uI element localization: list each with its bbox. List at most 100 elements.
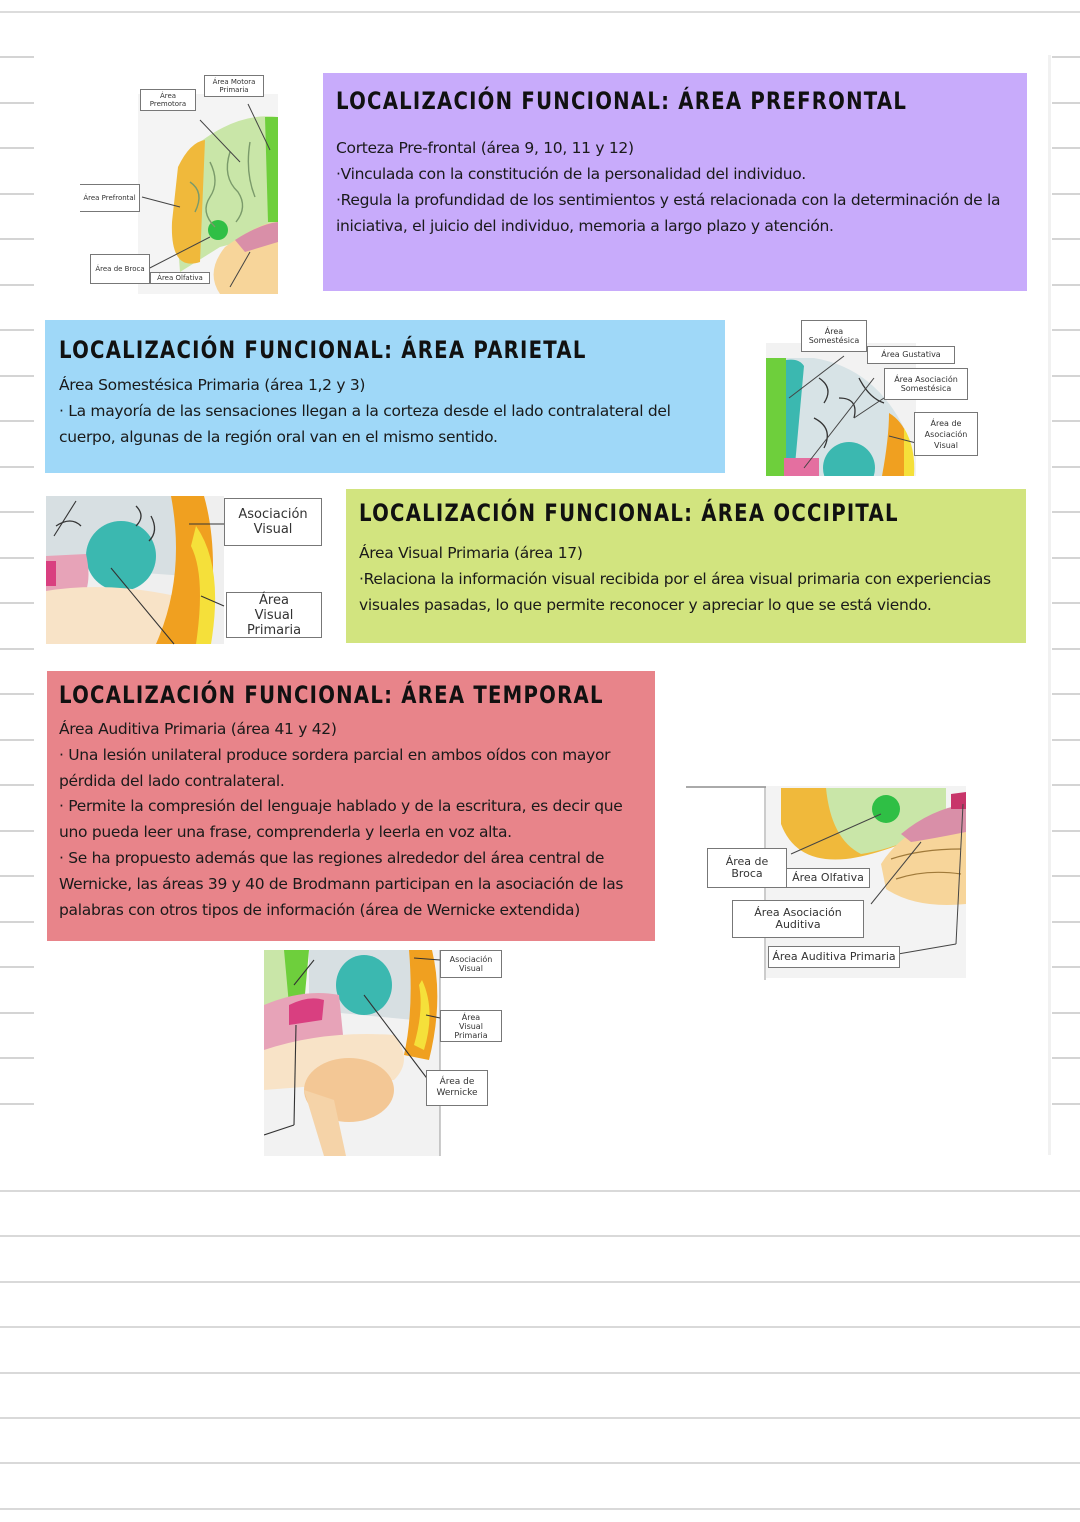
label-area-asociacion-somestesica: Área Asociación Somestésica xyxy=(884,368,968,400)
label-area-de-broca: Área de Broca xyxy=(707,848,787,888)
card-occipital: LOCALIZACIÓN FUNCIONAL: ÁREA OCCIPITAL Á… xyxy=(346,489,1026,643)
label-area-olfativa: Área Olfativa xyxy=(150,272,210,284)
margin-tick xyxy=(1052,920,1080,923)
card-parietal: LOCALIZACIÓN FUNCIONAL: ÁREA PARIETAL Ár… xyxy=(45,320,725,473)
margin-tick xyxy=(1052,1057,1080,1059)
margin-tick xyxy=(1052,829,1080,832)
margin-tick xyxy=(0,192,34,195)
margin-tick xyxy=(0,784,34,786)
margin-tick xyxy=(1052,329,1080,331)
margin-tick xyxy=(0,920,34,923)
page-top-rule xyxy=(0,11,1080,13)
figure-parietal-lobe: Área Somestésica Área Gustativa Área Aso… xyxy=(764,318,984,476)
notebook-rule-line xyxy=(0,1462,1080,1465)
label-area-olfativa: Área Olfativa xyxy=(786,868,870,888)
figure-frontal-lobe: Área Motora Primaria Área Premotora Área… xyxy=(80,72,280,294)
notebook-rule-line xyxy=(0,1235,1080,1238)
brain-occipital-illustration xyxy=(46,496,225,645)
margin-tick xyxy=(0,647,34,650)
card-temporal: LOCALIZACIÓN FUNCIONAL: ÁREA TEMPORAL Ár… xyxy=(47,671,655,941)
section-title-temporal: LOCALIZACIÓN FUNCIONAL: ÁREA TEMPORAL xyxy=(59,681,604,709)
label-area-motora-primaria: Área Motora Primaria xyxy=(204,75,264,97)
card-prefrontal: LOCALIZACIÓN FUNCIONAL: ÁREA PREFRONTAL … xyxy=(323,73,1027,291)
margin-tick xyxy=(1052,420,1080,422)
label-area-prefrontal: Área Prefrontal xyxy=(80,184,140,212)
margin-tick xyxy=(0,420,34,422)
bullet-temporal-1: · Una lesión unilateral produce sordera … xyxy=(59,745,611,790)
margin-tick xyxy=(1052,101,1080,104)
margin-tick xyxy=(0,738,34,741)
notebook-rule-line xyxy=(0,1280,1080,1283)
margin-tick xyxy=(0,283,34,286)
figure-occipital-lobe: Asociación Visual Área Visual Primaria xyxy=(46,496,326,646)
margin-tick xyxy=(1052,56,1080,58)
brain-frontal-illustration xyxy=(138,94,278,294)
section-title-prefrontal: LOCALIZACIÓN FUNCIONAL: ÁREA PREFRONTAL xyxy=(336,87,908,115)
margin-tick xyxy=(0,56,34,58)
margin-tick xyxy=(0,1102,34,1105)
margin-tick xyxy=(0,1057,34,1059)
margin-tick xyxy=(1052,738,1080,741)
bullet-prefrontal-1: ·Vinculada con la constitución de la per… xyxy=(336,165,806,183)
margin-tick xyxy=(1052,784,1080,786)
subtitle-occipital: Área Visual Primaria (área 17) xyxy=(359,544,583,562)
brain-parietal-illustration xyxy=(766,343,917,476)
notebook-rule-line xyxy=(0,1326,1080,1329)
figure-temporal-lateral: Área de Broca Área Olfativa Área Asociac… xyxy=(686,784,968,980)
margin-tick xyxy=(1052,374,1080,377)
section-title-parietal: LOCALIZACIÓN FUNCIONAL: ÁREA PARIETAL xyxy=(59,336,587,364)
bullet-parietal-1: · La mayoría de las sensaciones llegan a… xyxy=(59,402,671,446)
margin-tick xyxy=(1052,147,1080,149)
margin-tick xyxy=(1052,1102,1080,1105)
margin-tick xyxy=(1052,465,1080,468)
margin-tick xyxy=(0,693,34,695)
label-area-auditiva-primaria: Área Auditiva Primaria xyxy=(768,946,900,968)
label-area-asociacion-auditiva: Área Asociación Auditiva xyxy=(732,900,864,938)
bullet-prefrontal-2: ·Regula la profundidad de los sentimient… xyxy=(336,191,1001,235)
notebook-rule-line xyxy=(0,1190,1080,1192)
margin-tick xyxy=(1052,238,1080,240)
margin-tick xyxy=(0,374,34,377)
margin-tick xyxy=(1052,602,1080,604)
subtitle-temporal: Área Auditiva Primaria (área 41 y 42) xyxy=(59,720,337,738)
margin-tick xyxy=(0,556,34,559)
margin-tick xyxy=(0,238,34,240)
label-area-de-wernicke: Área de Wernicke xyxy=(426,1070,488,1106)
margin-tick xyxy=(1052,1011,1080,1014)
margin-tick xyxy=(1052,693,1080,695)
label-asociacion-visual: Asociación Visual xyxy=(224,498,322,546)
subtitle-parietal: Área Somestésica Primaria (área 1,2 y 3) xyxy=(59,376,366,394)
notebook-rule-line xyxy=(0,1371,1080,1374)
margin-tick xyxy=(0,101,34,104)
margin-tick xyxy=(1052,192,1080,195)
label-asociacion-visual: Asociación Visual xyxy=(440,950,502,978)
margin-tick xyxy=(0,829,34,832)
bullet-temporal-3: · Se ha propuesto además que las regione… xyxy=(59,848,624,919)
margin-tick xyxy=(1052,966,1080,968)
label-area-visual-primaria: Área Visual Primaria xyxy=(440,1010,502,1042)
brain-temporal-medial-illustration xyxy=(264,950,441,1156)
margin-tick xyxy=(0,966,34,968)
label-area-visual-primaria: Área Visual Primaria xyxy=(226,592,322,638)
notebook-rule-line xyxy=(0,1417,1080,1419)
bullet-temporal-2: · Permite la compresión del lenguaje hab… xyxy=(59,797,623,842)
margin-tick xyxy=(0,511,34,513)
margin-tick xyxy=(0,602,34,604)
margin-tick xyxy=(0,465,34,468)
figure-temporal-medial: Asociación Visual Área Visual Primaria Á… xyxy=(264,950,508,1156)
label-area-asociacion-visual: Área de Asociación Visual xyxy=(914,412,978,456)
subtitle-prefrontal: Corteza Pre-frontal (área 9, 10, 11 y 12… xyxy=(336,139,634,157)
margin-tick xyxy=(0,1011,34,1014)
margin-tick xyxy=(1052,556,1080,559)
label-area-de-broca: Área de Broca xyxy=(90,254,150,284)
label-area-somestesica: Área Somestésica xyxy=(801,320,867,352)
margin-tick xyxy=(1052,511,1080,513)
label-area-gustativa: Área Gustativa xyxy=(867,346,955,364)
margin-tick xyxy=(0,329,34,331)
bullet-occipital-1: ·Relaciona la información visual recibid… xyxy=(359,570,991,614)
margin-tick xyxy=(1052,283,1080,286)
margin-tick xyxy=(0,147,34,149)
margin-tick xyxy=(1052,875,1080,877)
label-area-premotora: Área Premotora xyxy=(140,89,196,111)
right-margin-border xyxy=(1048,55,1051,1155)
